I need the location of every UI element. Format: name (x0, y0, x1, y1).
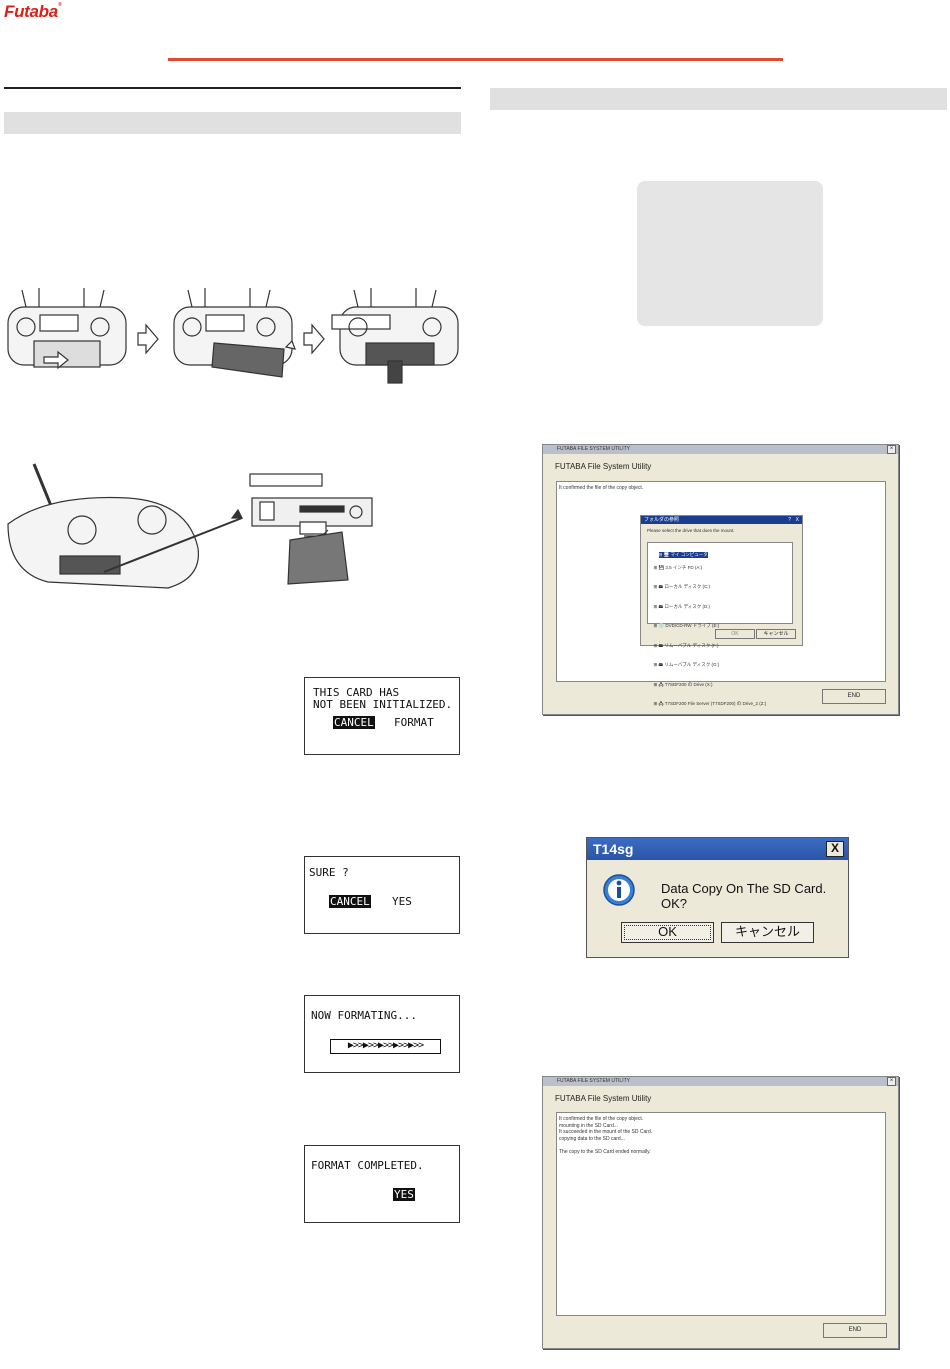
left-column-rule (4, 87, 461, 89)
help-icon[interactable]: ? (788, 517, 791, 523)
card-slot-open-illustration (7, 288, 459, 384)
info-icon (603, 874, 635, 906)
cancel-button[interactable]: キャンセル (756, 629, 796, 639)
tree-item[interactable]: ⊞ 🖴 リムーバブル ディスク (F:) (651, 642, 719, 648)
app-title: FUTABA File System Utility (555, 462, 652, 471)
file-system-utility-window: FUTABA FILE SYSTEM UTILITY × FUTABA File… (542, 444, 899, 715)
tree-item[interactable]: ⊞ 🖴 ローカル ディスク (C:) (651, 584, 711, 589)
yes-option[interactable]: YES (393, 1188, 415, 1201)
lcd-confirm: SURE ? CANCEL YES (304, 856, 460, 934)
log-pane: It confirmed the file of the copy object… (556, 1112, 886, 1316)
dialog-title: T14sg (593, 841, 634, 857)
window-titlebar: FUTABA FILE SYSTEM UTILITY × (543, 445, 898, 454)
header-rule (168, 58, 783, 61)
cancel-button[interactable]: キャンセル (721, 922, 814, 943)
tree-item-my-computer[interactable]: ⊟ 🖥 マイ コンピュータ (658, 551, 708, 558)
end-button[interactable]: END (823, 1323, 887, 1338)
tree-item[interactable]: ⊞ 💿 DVD/CD-RW ドライブ (E:) (651, 623, 720, 628)
file-system-utility-window-complete: FUTABA FILE SYSTEM UTILITY × FUTABA File… (542, 1076, 899, 1349)
dialog-titlebar: T14sg X (587, 838, 848, 860)
lcd-line: NOT BEEN INITIALIZED. (313, 698, 453, 711)
tree-item[interactable]: ⊞ 💾 3.5 インチ FD (A:) (651, 564, 703, 570)
dialog-title: フォルダの参照 (644, 517, 680, 523)
lcd-line: THIS CARD HAS (313, 686, 400, 699)
cancel-option[interactable]: CANCEL (333, 716, 375, 729)
close-icon[interactable]: X (795, 517, 799, 523)
right-section-heading-bar (490, 88, 947, 110)
format-progress-bar: ▶>>▶>>▶>>▶>>▶>> (330, 1039, 441, 1054)
close-icon[interactable]: × (887, 1077, 896, 1086)
lcd-format-completed: FORMAT COMPLETED. YES (304, 1145, 460, 1223)
futaba-logo: Futaba® (4, 2, 62, 21)
end-button[interactable]: END (822, 689, 886, 704)
browse-folder-dialog: フォルダの参照 ? X Please select the drive that… (640, 515, 803, 706)
dialog-prompt: Please select the drive that does the mo… (647, 528, 735, 533)
close-icon[interactable]: X (826, 841, 844, 857)
note-callout-box (637, 181, 823, 326)
lcd-line: SURE ? (309, 866, 349, 879)
window-title: FUTABA FILE SYSTEM UTILITY (557, 1078, 630, 1084)
ok-button[interactable]: OK (715, 629, 755, 639)
tree-item[interactable]: ⊞ 🖧 T7SDF200 の Drive (X:) (651, 681, 713, 687)
lcd-not-initialized: THIS CARD HAS NOT BEEN INITIALIZED. CANC… (304, 677, 460, 755)
close-icon[interactable]: × (887, 445, 896, 454)
window-title: FUTABA FILE SYSTEM UTILITY (557, 446, 630, 452)
dialog-titlebar: フォルダの参照 ? X (641, 516, 802, 524)
lcd-line: FORMAT COMPLETED. (311, 1159, 424, 1172)
data-copy-confirm-dialog: T14sg X Data Copy On The SD Card. OK? OK… (586, 837, 849, 958)
dialog-message: Data Copy On The SD Card. OK? (661, 881, 827, 911)
cancel-option[interactable]: CANCEL (329, 895, 371, 908)
left-section-heading-bar (4, 112, 461, 134)
lcd-formatting: NOW FORMATING... ▶>>▶>>▶>>▶>>▶>> (304, 995, 460, 1073)
yes-option[interactable]: YES (392, 895, 412, 908)
drive-tree[interactable]: ⊟ 🖥 マイ コンピュータ ⊞ 💾 3.5 インチ FD (A:) ⊞ 🖴 ロー… (647, 542, 793, 706)
tree-item[interactable]: ⊞ 🖴 ローカル ディスク (D:) (651, 603, 711, 609)
app-title: FUTABA File System Utility (555, 1094, 652, 1103)
ok-button[interactable]: OK (621, 922, 714, 943)
lcd-line: NOW FORMATING... (311, 1009, 417, 1022)
tree-item[interactable]: ⊞ 🖴 リムーバブル ディスク (G:) (651, 662, 720, 667)
window-titlebar: FUTABA FILE SYSTEM UTILITY × (543, 1077, 898, 1086)
tree-item[interactable]: ⊞ 🖧 T7SDF200 File Server (T7SDF200) の Dr… (651, 701, 767, 706)
format-option[interactable]: FORMAT (394, 716, 434, 729)
sd-card-insert-illustration (7, 463, 373, 589)
